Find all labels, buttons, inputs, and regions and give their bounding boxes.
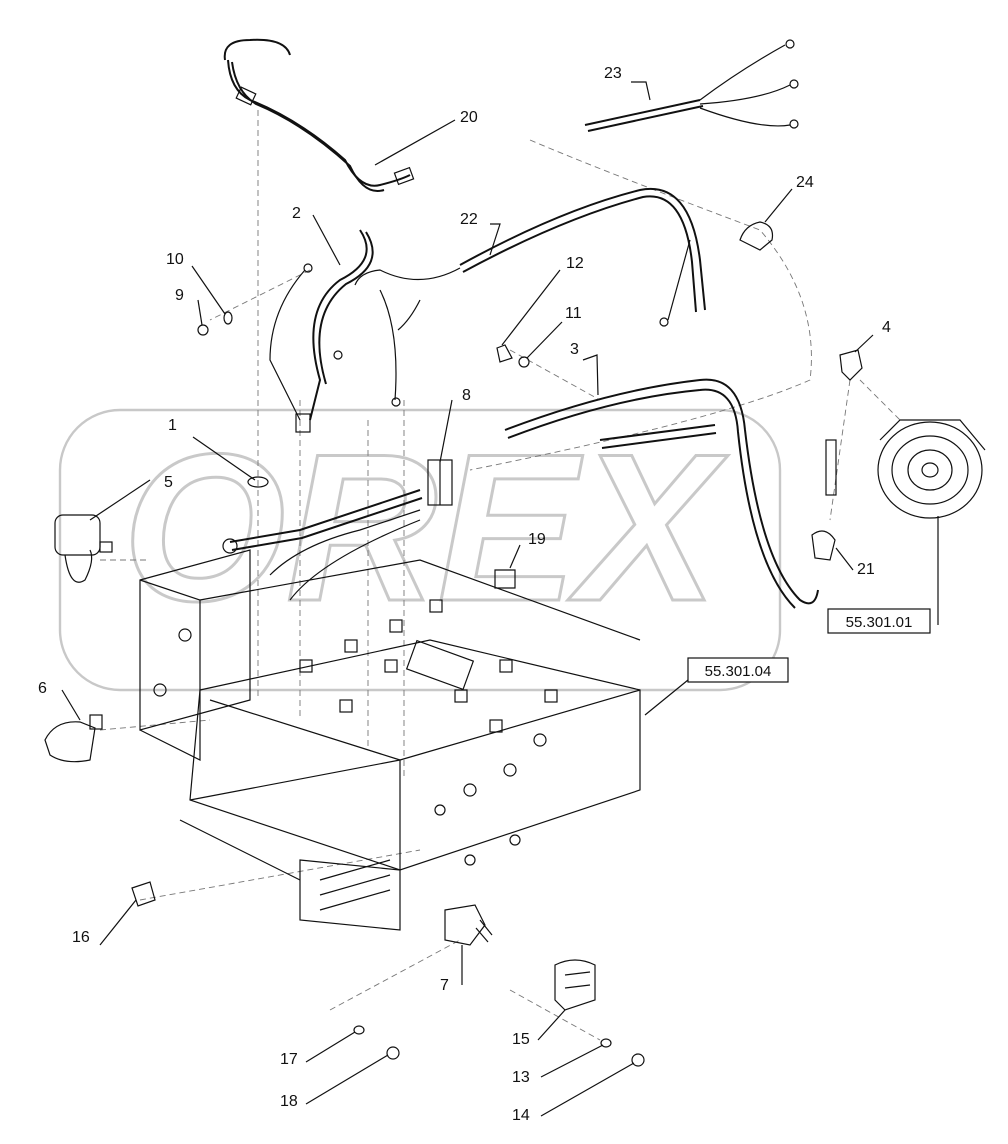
relay-7 <box>444 904 493 946</box>
switch-6 <box>44 714 103 763</box>
battery-cables <box>222 476 423 601</box>
washer-9-10 <box>197 311 233 336</box>
label-20: 20 <box>460 109 478 126</box>
bolt-16 <box>131 881 156 907</box>
label-15: 15 <box>512 1031 530 1048</box>
ref-55-301-04: 55.301.04 <box>705 663 772 680</box>
clips-11-12 <box>496 344 530 368</box>
cable-2 <box>269 229 374 433</box>
label-7: 7 <box>440 977 449 994</box>
label-22: 22 <box>460 211 478 228</box>
leader-lines <box>61 81 939 1117</box>
label-13: 13 <box>512 1069 530 1086</box>
assembly-center-lines <box>99 110 901 1041</box>
label-23: 23 <box>604 65 622 82</box>
cable-22 <box>354 187 706 407</box>
label-12: 12 <box>566 255 584 272</box>
label-2: 2 <box>292 205 301 222</box>
watermark-orex: OREX <box>58 409 782 692</box>
label-9: 9 <box>175 287 184 304</box>
label-18: 18 <box>280 1093 298 1110</box>
cable-20 <box>223 38 415 192</box>
watermark-text: OREX <box>122 410 728 645</box>
cover-15 <box>554 959 596 1011</box>
label-10: 10 <box>166 251 184 268</box>
bolt-19 <box>494 569 516 589</box>
label-4: 4 <box>882 319 891 336</box>
reference-box-alternator: 55.301.01 <box>827 608 931 634</box>
clip-24 <box>739 221 774 251</box>
hose-3 <box>504 378 819 609</box>
battery-tray <box>139 549 641 931</box>
switch-5 <box>54 514 113 583</box>
label-8: 8 <box>462 387 471 404</box>
label-6: 6 <box>38 680 47 697</box>
label-24: 24 <box>796 174 814 191</box>
part-number-labels: 1 2 3 4 5 6 7 8 9 10 11 12 13 14 15 16 1… <box>38 65 891 1124</box>
label-17: 17 <box>280 1051 298 1068</box>
label-21: 21 <box>857 561 875 578</box>
fitting-4 <box>839 349 863 381</box>
cable-23 <box>584 39 799 132</box>
hose-21 <box>811 439 837 561</box>
label-1: 1 <box>168 417 177 434</box>
label-11: 11 <box>565 305 582 322</box>
ref-55-301-01: 55.301.01 <box>846 614 913 631</box>
nuts-washers <box>353 1025 645 1067</box>
label-3: 3 <box>570 341 579 358</box>
label-14: 14 <box>512 1107 530 1124</box>
label-5: 5 <box>164 474 173 491</box>
alternator <box>877 419 986 519</box>
label-19: 19 <box>528 531 546 548</box>
reference-box-battery-tray: 55.301.04 <box>687 657 789 683</box>
label-16: 16 <box>72 929 90 946</box>
